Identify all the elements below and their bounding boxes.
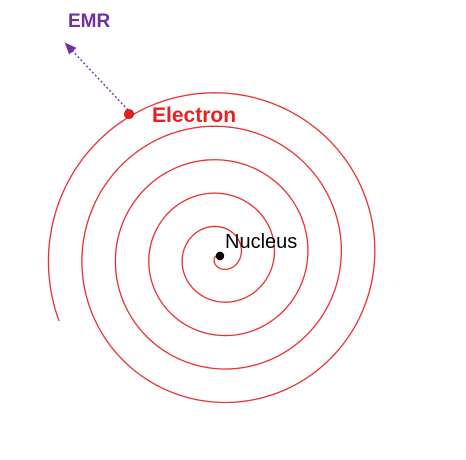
nucleus-label: Nucleus: [225, 231, 297, 253]
electron-label: Electron: [152, 104, 236, 127]
emr-arrow-icon: [64, 42, 129, 111]
electron-dot-icon: [124, 109, 134, 119]
nucleus-dot-icon: [215, 251, 225, 261]
emr-label: EMR: [68, 11, 111, 32]
electron-spiral-path: [47, 92, 376, 404]
